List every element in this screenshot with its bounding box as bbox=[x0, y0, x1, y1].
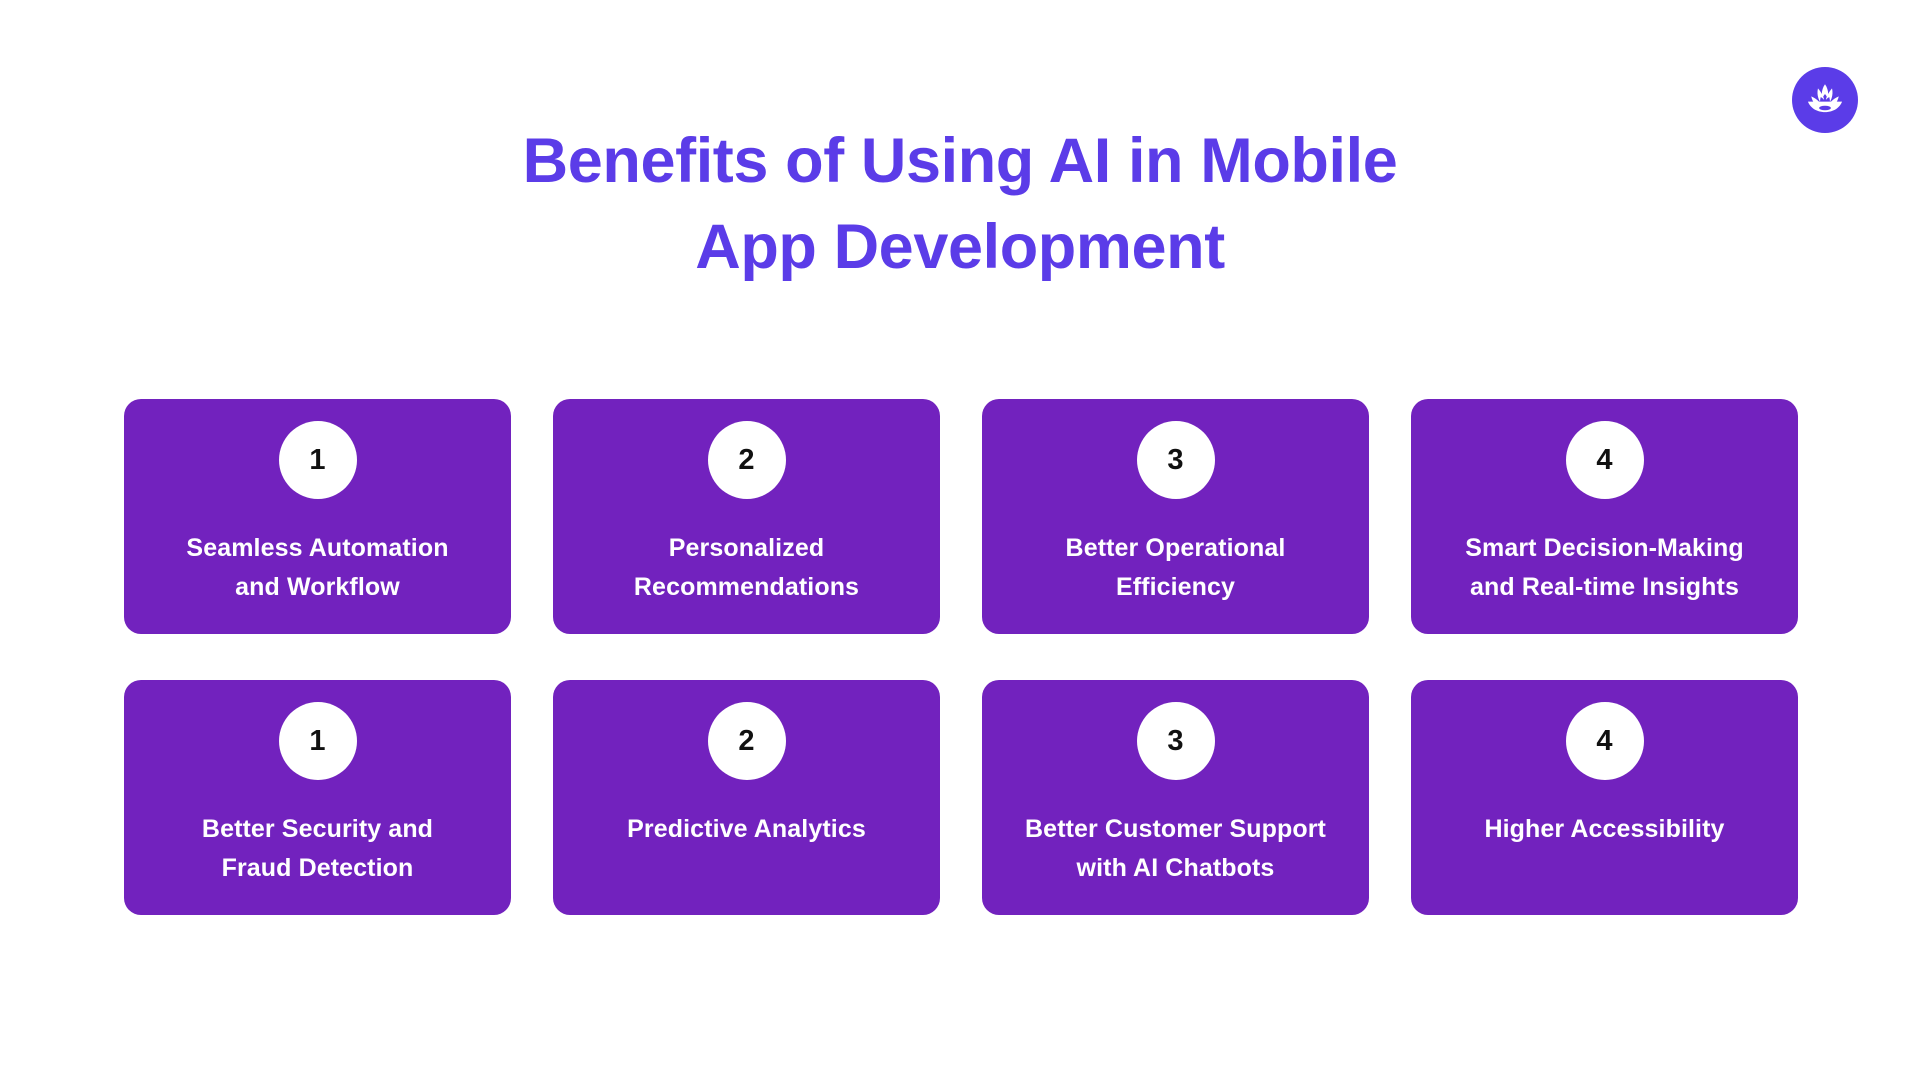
card-label: Better Security and Fraud Detection bbox=[201, 815, 434, 882]
benefit-card[interactable]: 3 Better Customer Support with AI Chatbo… bbox=[982, 680, 1369, 915]
card-number-badge: 1 bbox=[278, 702, 357, 780]
card-number-badge: 3 bbox=[1136, 702, 1215, 780]
benefits-card-grid: 1 Seamless Automation and Workflow 2 Per… bbox=[124, 399, 1798, 915]
benefit-card[interactable]: 4 Smart Decision-Making and Real-time In… bbox=[1411, 399, 1798, 634]
card-label: Better Operational Efficiency bbox=[1065, 534, 1286, 601]
card-label: Better Customer Support with AI Chatbots bbox=[1025, 815, 1326, 882]
benefit-card[interactable]: 1 Seamless Automation and Workflow bbox=[124, 399, 511, 634]
card-number-badge: 3 bbox=[1136, 421, 1215, 499]
card-label: Predictive Analytics bbox=[627, 815, 866, 843]
benefit-card[interactable]: 2 Personalized Recommendations bbox=[553, 399, 940, 634]
card-label: Personalized Recommendations bbox=[633, 534, 860, 601]
card-number-badge: 2 bbox=[707, 421, 786, 499]
card-number-badge: 4 bbox=[1565, 421, 1644, 499]
benefit-card[interactable]: 2 Predictive Analytics bbox=[553, 680, 940, 915]
lotus-icon bbox=[1804, 79, 1846, 121]
card-number-badge: 4 bbox=[1565, 702, 1644, 780]
benefit-card[interactable]: 1 Better Security and Fraud Detection bbox=[124, 680, 511, 915]
brand-logo[interactable] bbox=[1792, 67, 1858, 133]
card-number-badge: 2 bbox=[707, 702, 786, 780]
benefit-card[interactable]: 4 Higher Accessibility bbox=[1411, 680, 1798, 915]
card-label: Higher Accessibility bbox=[1484, 815, 1725, 843]
logo-circle bbox=[1792, 67, 1858, 133]
card-label: Smart Decision-Making and Real-time Insi… bbox=[1465, 534, 1744, 601]
card-number-badge: 1 bbox=[278, 421, 357, 499]
benefit-card[interactable]: 3 Better Operational Efficiency bbox=[982, 399, 1369, 634]
page-title: Benefits of Using AI in Mobile App Devel… bbox=[522, 126, 1398, 282]
card-label: Seamless Automation and Workflow bbox=[186, 534, 449, 601]
